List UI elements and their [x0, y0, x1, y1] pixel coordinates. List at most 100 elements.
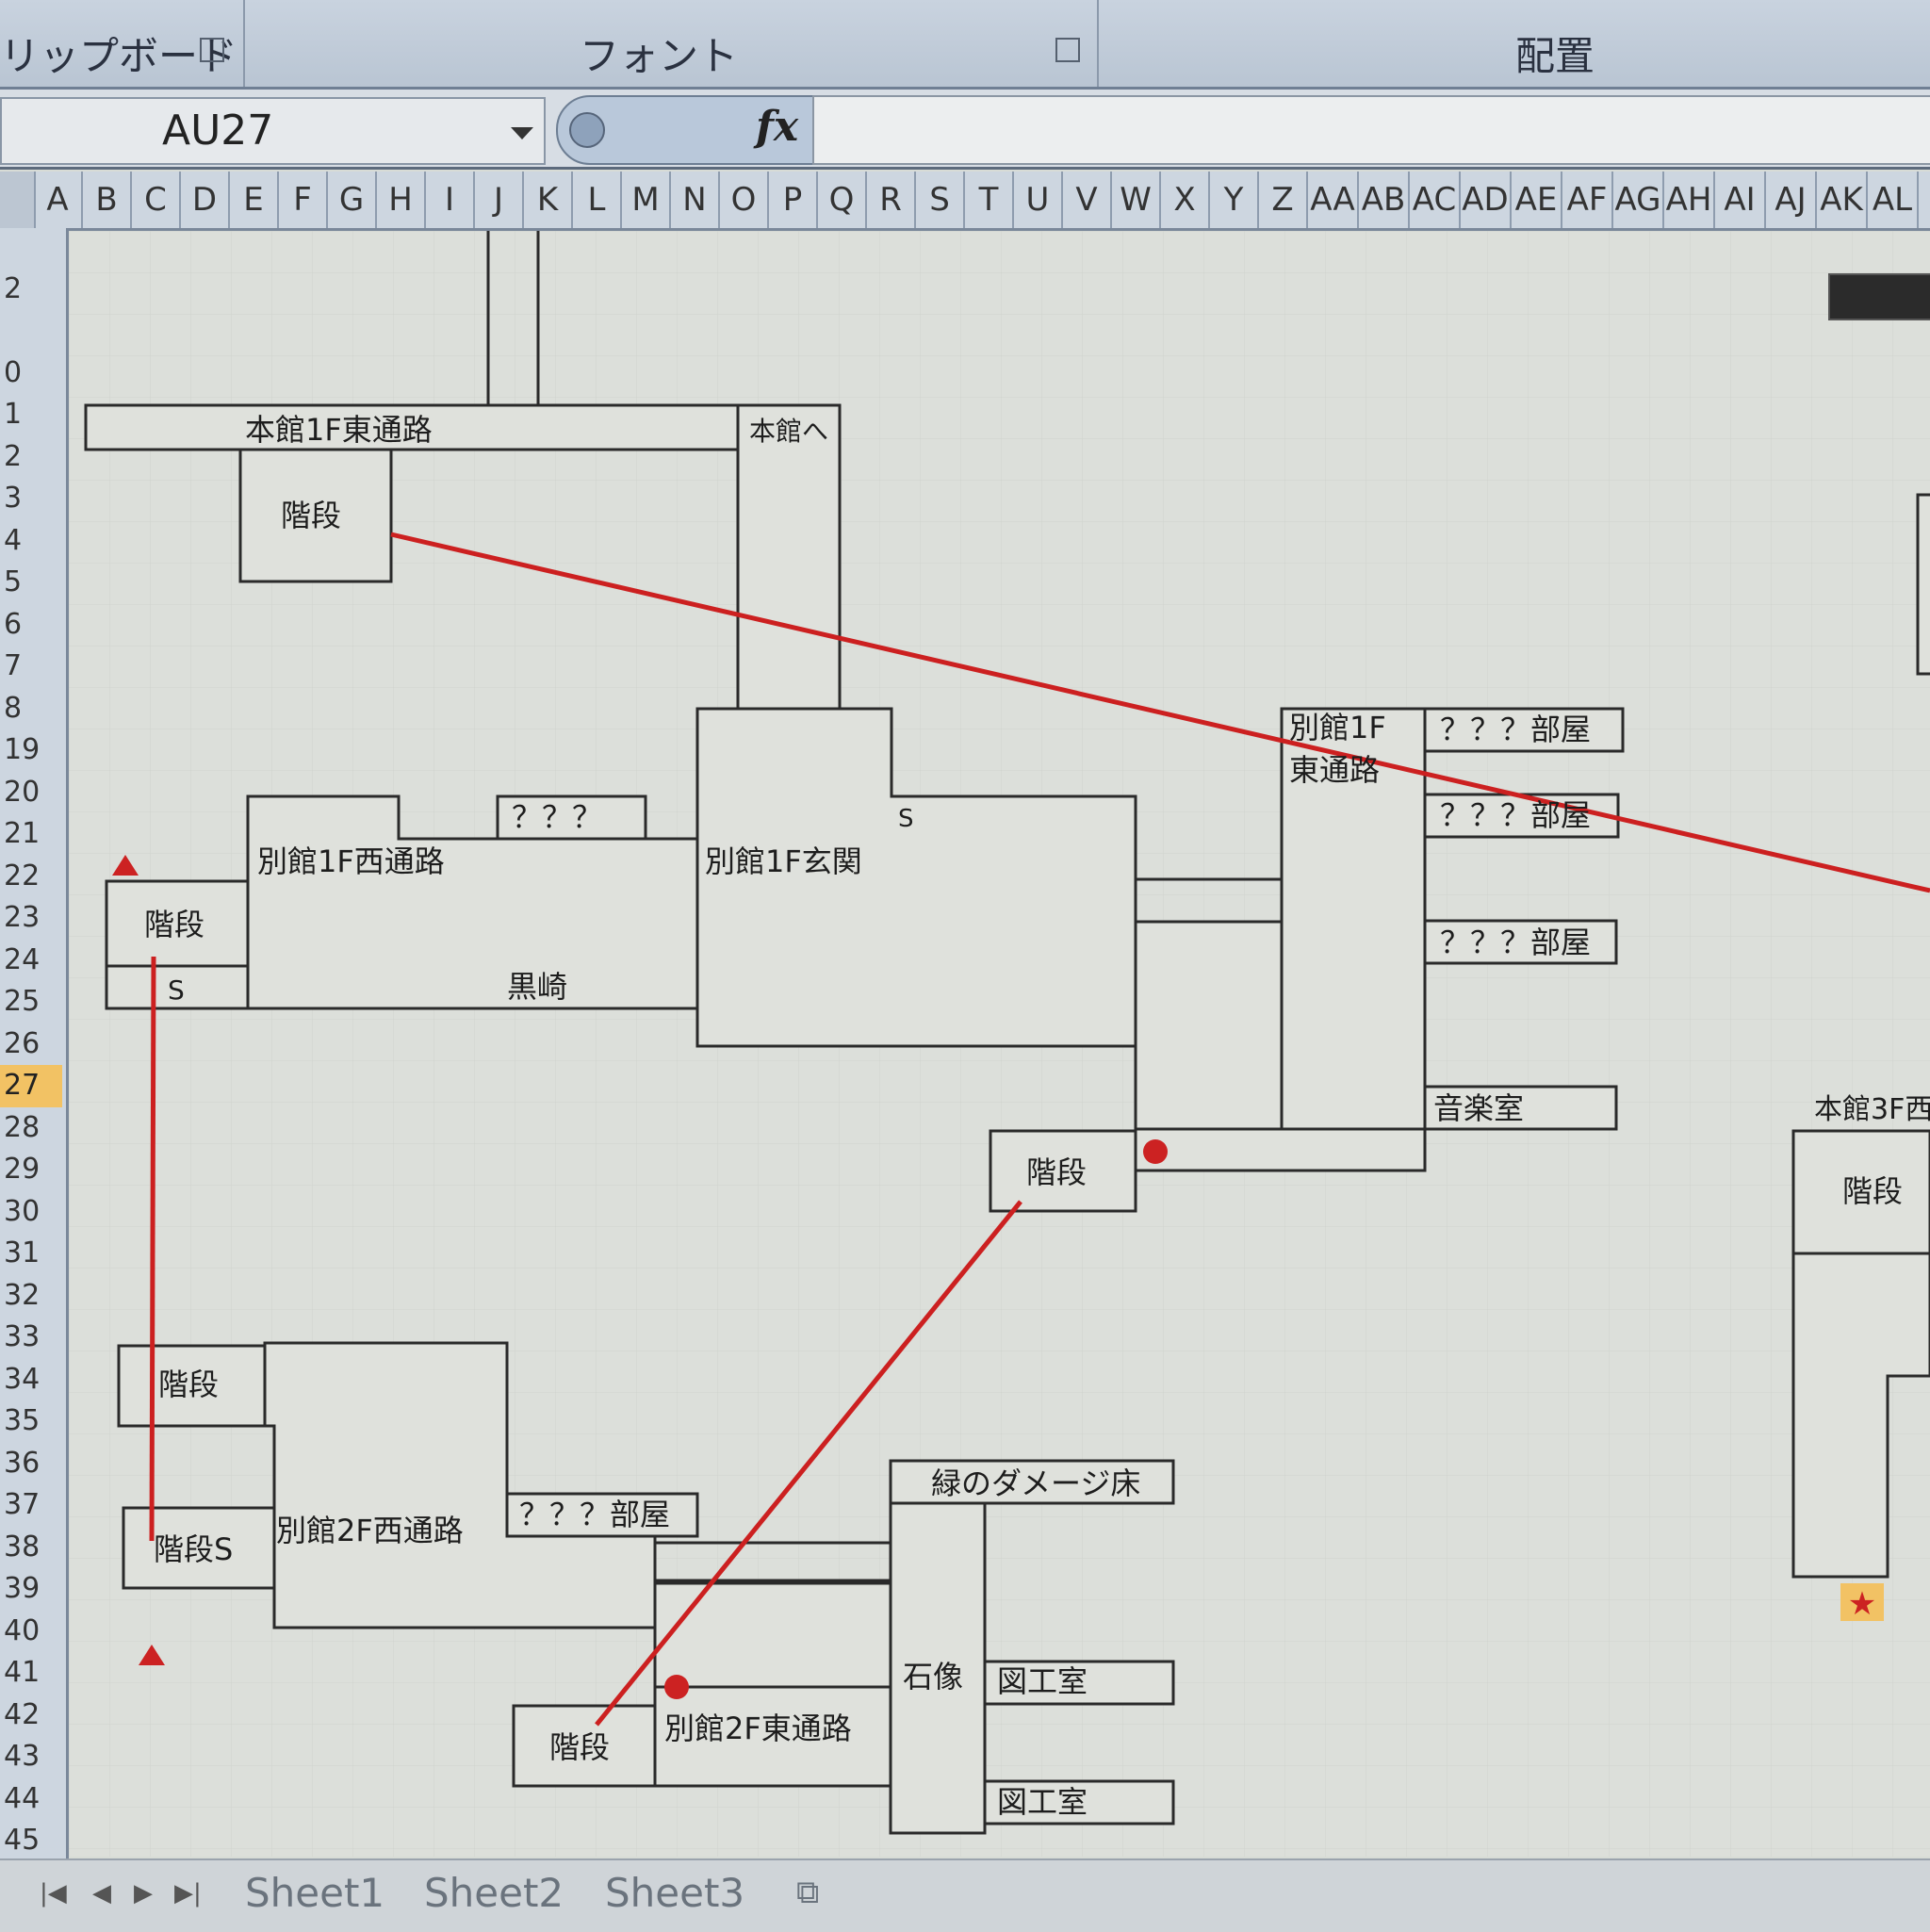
- splitter-handle-icon[interactable]: [569, 112, 605, 148]
- room-bekkan-1f-entrance: [695, 707, 1137, 1048]
- row-header-cell[interactable]: [0, 226, 62, 269]
- column-header-cell[interactable]: G: [328, 172, 377, 228]
- row-header-cell[interactable]: 37: [4, 1488, 41, 1521]
- column-header-cell[interactable]: U: [1014, 172, 1063, 228]
- row-header-cell[interactable]: 0: [4, 355, 23, 389]
- column-header-cell[interactable]: I: [426, 172, 475, 228]
- row-header-cell[interactable]: 34: [4, 1362, 41, 1396]
- column-header-cell[interactable]: Y: [1210, 172, 1259, 228]
- formula-input[interactable]: [812, 95, 1930, 165]
- column-header-cell[interactable]: AH: [1664, 172, 1715, 228]
- column-header-cell[interactable]: AD: [1461, 172, 1512, 228]
- column-header-cell[interactable]: AK: [1817, 172, 1868, 228]
- row-header-cell[interactable]: 21: [4, 817, 41, 850]
- column-header-cell[interactable]: R: [867, 172, 916, 228]
- row-header-cell[interactable]: 23: [4, 901, 41, 934]
- column-header-cell[interactable]: M: [622, 172, 671, 228]
- row-header-cell[interactable]: 40: [4, 1613, 41, 1647]
- insert-function-button[interactable]: fx: [756, 103, 799, 151]
- column-header-cell[interactable]: X: [1161, 172, 1210, 228]
- column-header-cell[interactable]: AF: [1562, 172, 1613, 228]
- column-header-cell[interactable]: N: [671, 172, 720, 228]
- room-art-1: [983, 1660, 1175, 1706]
- column-header-cell[interactable]: AB: [1359, 172, 1410, 228]
- row-header-cell[interactable]: 4: [4, 523, 23, 557]
- row-header-cell[interactable]: 1: [4, 398, 23, 431]
- sheet-tab-1[interactable]: Sheet1: [245, 1870, 385, 1916]
- worksheet-grid[interactable]: ★ 本館1F東通路 本館へ 階段 別館1F 東通路 ？？？部屋 ？？？部屋 ？？…: [69, 231, 1930, 1857]
- row-header-cell[interactable]: 39: [4, 1572, 41, 1605]
- row-header-cell[interactable]: 41: [4, 1656, 41, 1689]
- row-header-cell[interactable]: 33: [4, 1320, 41, 1353]
- row-header-cell[interactable]: 43: [4, 1740, 41, 1773]
- select-all-corner[interactable]: [0, 172, 36, 228]
- formula-bar: AU27 fx: [0, 90, 1930, 170]
- column-header-cell[interactable]: J: [475, 172, 524, 228]
- row-header-cell[interactable]: [0, 310, 62, 352]
- row-header-cell[interactable]: 2: [4, 271, 23, 305]
- row-header-cell[interactable]: 27: [0, 1065, 62, 1107]
- last-sheet-icon[interactable]: ▶|: [174, 1879, 202, 1907]
- column-header-cell[interactable]: V: [1063, 172, 1112, 228]
- column-header-cell[interactable]: Q: [818, 172, 867, 228]
- sheet-tab-2[interactable]: Sheet2: [424, 1870, 564, 1916]
- column-header-cell[interactable]: K: [524, 172, 573, 228]
- column-header-cell[interactable]: AL: [1868, 172, 1919, 228]
- insert-sheet-icon[interactable]: ⧉: [796, 1874, 820, 1911]
- column-header-cell[interactable]: S: [916, 172, 965, 228]
- room-stairs-3: [989, 1129, 1137, 1213]
- row-header-cell[interactable]: 8: [4, 691, 23, 725]
- column-header-cell[interactable]: AC: [1410, 172, 1461, 228]
- row-header-cell[interactable]: 35: [4, 1404, 41, 1437]
- column-header-cell[interactable]: B: [83, 172, 132, 228]
- row-header-cell[interactable]: 2: [4, 439, 23, 473]
- row-header-cell[interactable]: 3: [4, 482, 23, 515]
- column-header-cell[interactable]: Z: [1259, 172, 1308, 228]
- font-launcher-icon[interactable]: [1055, 38, 1080, 62]
- scroll-thumb[interactable]: [1828, 273, 1930, 320]
- column-header-cell[interactable]: D: [181, 172, 230, 228]
- column-header-cell[interactable]: H: [377, 172, 426, 228]
- row-header-cell[interactable]: 31: [4, 1236, 41, 1269]
- row-header-cell[interactable]: 5: [4, 565, 23, 598]
- column-header-cell[interactable]: T: [965, 172, 1014, 228]
- first-sheet-icon[interactable]: |◀: [40, 1879, 67, 1907]
- sheet-tab-3[interactable]: Sheet3: [605, 1870, 745, 1916]
- row-header-cell[interactable]: 28: [4, 1110, 41, 1144]
- row-header-cell[interactable]: 7: [4, 649, 23, 682]
- clipboard-group-label: リップボード: [0, 33, 238, 79]
- column-header-cell[interactable]: AG: [1613, 172, 1664, 228]
- column-header-cell[interactable]: C: [132, 172, 181, 228]
- row-header-cell[interactable]: 25: [4, 985, 41, 1018]
- column-header-cell[interactable]: AA: [1308, 172, 1359, 228]
- row-header-cell[interactable]: 45: [4, 1824, 41, 1857]
- row-header-cell[interactable]: 38: [4, 1530, 41, 1564]
- row-header-cell[interactable]: 6: [4, 607, 23, 641]
- name-box[interactable]: AU27: [0, 97, 546, 165]
- row-header-cell[interactable]: 44: [4, 1781, 41, 1815]
- column-header-cell[interactable]: P: [769, 172, 818, 228]
- row-header-cell[interactable]: 20: [4, 775, 41, 809]
- next-sheet-icon[interactable]: ▶: [134, 1879, 153, 1907]
- prev-sheet-icon[interactable]: ◀: [92, 1879, 111, 1907]
- column-header-cell[interactable]: F: [279, 172, 328, 228]
- row-header-cell[interactable]: 26: [4, 1026, 41, 1060]
- row-header-cell[interactable]: 19: [4, 733, 41, 766]
- row-header-cell[interactable]: 29: [4, 1153, 41, 1186]
- column-header-cell[interactable]: W: [1112, 172, 1161, 228]
- column-header-cell[interactable]: AE: [1512, 172, 1562, 228]
- column-header-cell[interactable]: AI: [1715, 172, 1766, 228]
- row-header-cell[interactable]: 42: [4, 1697, 41, 1731]
- column-header-cell[interactable]: L: [573, 172, 622, 228]
- chevron-down-icon[interactable]: [511, 127, 533, 139]
- column-header-cell[interactable]: O: [720, 172, 769, 228]
- row-header-cell[interactable]: 32: [4, 1278, 41, 1312]
- column-header-cell[interactable]: E: [230, 172, 279, 228]
- column-header-cell[interactable]: A: [34, 172, 83, 228]
- row-header-cell[interactable]: 24: [4, 942, 41, 976]
- column-header-cell[interactable]: AJ: [1766, 172, 1817, 228]
- row-header-cell[interactable]: 36: [4, 1446, 41, 1480]
- row-header-cell[interactable]: 30: [4, 1194, 41, 1228]
- clipboard-launcher-icon[interactable]: [200, 38, 224, 62]
- row-header-cell[interactable]: 22: [4, 859, 41, 892]
